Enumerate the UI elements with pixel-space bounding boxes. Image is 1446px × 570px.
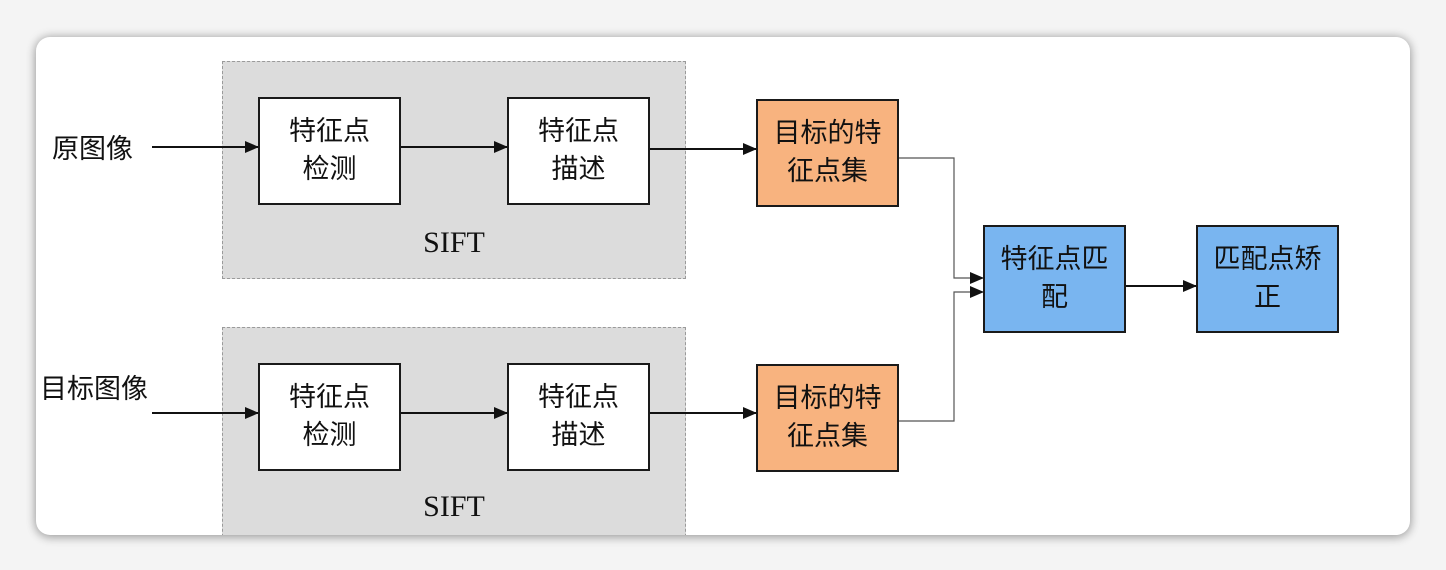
diagram-canvas: SIFT SIFT 原图像 目标图像 特征点 检测 特征点 描述 目标的特征点集… bbox=[36, 37, 1410, 535]
feature-describe-box-top: 特征点 描述 bbox=[507, 97, 650, 205]
match-correction-box: 匹配点矫正 bbox=[1196, 225, 1339, 333]
feature-set-box-bottom: 目标的特征点集 bbox=[756, 364, 899, 472]
feature-describe-line2: 描述 bbox=[551, 420, 606, 451]
feature-set-text-bottom: 目标的特征点集 bbox=[773, 383, 882, 452]
connector-bottom-set-to-match bbox=[899, 286, 984, 422]
feature-detect-line2: 检测 bbox=[302, 154, 357, 185]
feature-set-text-top: 目标的特征点集 bbox=[773, 118, 882, 187]
match-correction-text: 匹配点矫正 bbox=[1213, 244, 1322, 313]
feature-detect-line1: 特征点 bbox=[289, 382, 370, 413]
source-image-label: 原图像 bbox=[52, 134, 133, 165]
feature-detect-box-bottom: 特征点 检测 bbox=[258, 363, 401, 471]
connector-top-set-to-match bbox=[899, 157, 984, 284]
feature-set-box-top: 目标的特征点集 bbox=[756, 99, 899, 207]
sift-label-bottom: SIFT bbox=[423, 490, 485, 523]
connector-wires bbox=[152, 141, 1197, 422]
feature-describe-line1: 特征点 bbox=[538, 116, 619, 147]
feature-match-box: 特征点匹配 bbox=[983, 225, 1126, 333]
sift-label-top: SIFT bbox=[423, 226, 485, 259]
feature-detect-line1: 特征点 bbox=[289, 116, 370, 147]
feature-describe-box-bottom: 特征点 描述 bbox=[507, 363, 650, 471]
feature-match-text: 特征点匹配 bbox=[1000, 244, 1109, 313]
feature-detect-line2: 检测 bbox=[302, 420, 357, 451]
feature-detect-box-top: 特征点 检测 bbox=[258, 97, 401, 205]
feature-describe-line2: 描述 bbox=[551, 154, 606, 185]
target-image-label: 目标图像 bbox=[40, 374, 148, 405]
diagram-card: SIFT SIFT 原图像 目标图像 特征点 检测 特征点 描述 目标的特征点集… bbox=[36, 37, 1410, 535]
feature-describe-line1: 特征点 bbox=[538, 382, 619, 413]
